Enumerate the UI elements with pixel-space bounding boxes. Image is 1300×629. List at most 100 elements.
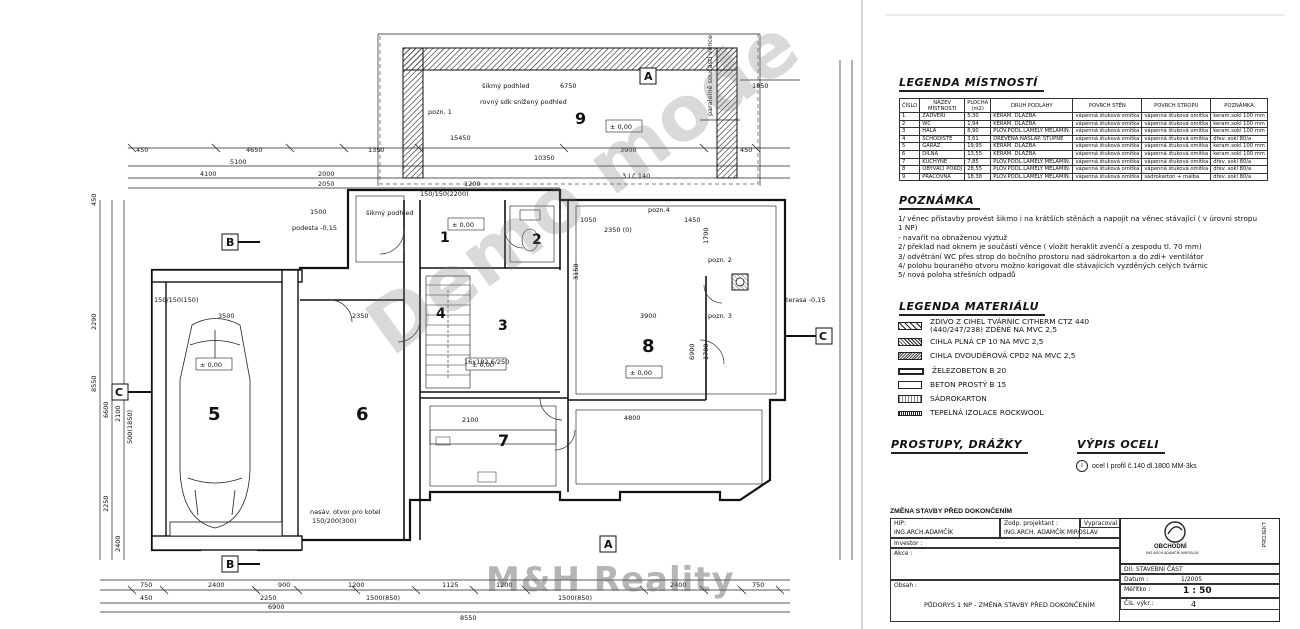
dim-bottom-7: 750	[752, 581, 764, 589]
steel-item-label: ocel I profil č.140 dl.1800 MM-3ks	[1092, 462, 1197, 470]
section-c-left: C	[115, 386, 123, 399]
swatch-insulation	[898, 410, 922, 416]
table-header-row: ČÍSLO NÁZEV MÍSTNOSTI PLOCHA (m2) DRUH P…	[898, 98, 1268, 113]
room-walls-cell: vápenná štuková omítka	[1072, 142, 1143, 151]
cis-cell: Čís. výkr.: 4	[1120, 598, 1280, 610]
note-flat-ceiling: rovný sdk snížený podhled	[480, 98, 567, 106]
room-name-cell: OBÝVACÍ POKOJ	[919, 165, 966, 174]
room-number-3: 3	[498, 318, 508, 334]
dim-bottom-10: 1500(850)	[366, 594, 400, 602]
note-5: 5/ nová poloha střešních odpadů	[898, 270, 1016, 280]
section-markers	[111, 67, 833, 573]
dim-bottom-2: 900	[278, 581, 290, 589]
room-note-cell: dřev. sokl 80/a	[1210, 172, 1268, 182]
dim-top-14: 450	[740, 146, 752, 154]
room-note-cell: keram.sokl 100 mm	[1210, 112, 1268, 121]
room-floor-cell: PLOV.PODL.LAMELY MELAMIN.	[990, 165, 1074, 174]
room-floor-cell: PLOV.PODL.LAMELY MELAMIN.	[990, 172, 1074, 182]
swatch-b20	[898, 367, 924, 375]
room-area-cell: 28,55	[964, 165, 992, 174]
room-ceiling-cell: vápenná štuková omítka	[1141, 119, 1212, 129]
obsah-cell: Obsah : PŮDORYS 1 NP - ZMĚNA STAVBY PŘED…	[890, 580, 1120, 622]
room-number-5: 5	[208, 404, 221, 425]
note-landing: podesta -0,15	[292, 224, 337, 232]
dims-left: 8550 6600 2100 500(1850) 2250 2290 450 2…	[90, 194, 134, 552]
dim-inner-2: 4800	[624, 414, 641, 422]
material-citherm: ZDIVO Z CIHEL TVÁRNIC CITHERM CTZ 440 (4…	[898, 318, 1098, 334]
swatch-cpd2	[898, 352, 922, 360]
chimney	[731, 273, 749, 291]
room-number-7: 7	[498, 431, 509, 450]
dimension-lines	[99, 33, 853, 613]
logo-cell	[1120, 518, 1280, 564]
company-name: OBCHODNÍ	[1154, 544, 1187, 550]
dim-bottom-12: 6900	[268, 603, 285, 611]
note-stair-spec: 16x182,6/250	[464, 358, 509, 366]
room-walls-cell: vápenná štuková omítka	[1072, 157, 1143, 167]
note-intake-size: 150/200(300)	[312, 517, 356, 525]
dim-top-10: 2050	[318, 180, 335, 188]
dim-top-9: 4100	[200, 170, 217, 178]
dim-top-1: 1850	[752, 82, 769, 90]
room-name-cell: DÍLNA	[919, 149, 966, 159]
room-name-cell: KUCHYNĚ	[919, 157, 966, 167]
dims-top: 6750 1850 15450 10350 3900 1350 450 4650…	[136, 82, 769, 216]
wall-inner-lines	[355, 195, 777, 487]
room-number-9: 9	[575, 109, 586, 128]
room-note-cell: dřev. sokl 80/a	[1210, 134, 1268, 144]
level-9: ± 0,00	[610, 123, 632, 131]
section-b-top: B	[226, 236, 234, 249]
room-floor-cell: PLOV.PODL.LAMELY MELAMIN.	[990, 127, 1074, 136]
material-insulation-label: TEPELNÁ IZOLACE ROCKWOOL	[930, 408, 1044, 417]
kitchen-counter	[429, 429, 557, 483]
projektant-label: Zodp. projektant :	[1004, 520, 1058, 527]
dim-top-6: 450	[136, 146, 148, 154]
wc-fixture	[519, 209, 541, 252]
note-1: 1/ věnec přístavby provést šikmo i na kr…	[898, 214, 1258, 233]
dim-bottom-6: 2400	[670, 581, 687, 589]
level-badges	[195, 119, 663, 379]
room-area-cell: 7,85	[964, 157, 992, 167]
level-8: ± 0,00	[630, 369, 652, 377]
company-sub: ING.ARCH.ADAMČÍK MIROSLAV	[1146, 551, 1199, 555]
note-4: 4/ polohu bouraného otvoru možno korigov…	[898, 261, 1208, 271]
obsah-value: PŮDORYS 1 NP - ZMĚNA STAVBY PŘED DOKONČE…	[924, 601, 1095, 609]
material-plasterboard-label: SÁDROKARTON	[930, 394, 987, 403]
section-c-right: C	[819, 330, 827, 343]
dim-inner-10: 3150	[572, 263, 580, 280]
note-opening-size-2: 150/150(2200)	[420, 190, 469, 198]
passages-title: PROSTUPY, DRÁŽKY	[891, 438, 1029, 454]
investor-label: Investor :	[894, 540, 923, 547]
dim-inner-9: 6900	[688, 343, 696, 360]
notes-list: 1/ věnec přístavby provést šikmo i na kr…	[898, 214, 1258, 280]
dim-left-1: 6600	[102, 401, 110, 418]
room-walls-cell: vápenná štuková omítka	[1072, 134, 1143, 144]
room-note-cell: keram.sokl 100 mm	[1210, 149, 1268, 159]
dim-inner-6: 1050	[580, 216, 597, 224]
akce-label: Akce :	[894, 550, 913, 557]
dim-inner-5: 1450	[684, 216, 701, 224]
dim-inner-0: 3500	[218, 312, 235, 320]
room-floor-cell: DŘEVĚNÁ NÁŠLAP. STUPNĚ	[990, 134, 1074, 144]
room-ceiling-cell: vápenná štuková omítka	[1141, 157, 1212, 167]
room-no-cell: 4	[898, 134, 921, 144]
section-letters: B B C C A A	[115, 70, 827, 571]
note-pozn-4: pozn.4	[648, 206, 670, 214]
note-opening-size: 150/150(150)	[154, 296, 198, 304]
room-note-cell: keram.sokl 100 mm	[1210, 127, 1268, 136]
room-walls-cell: vápenná štuková omítka	[1072, 119, 1143, 129]
room-area-cell: 5,30	[964, 112, 992, 121]
section-b-bottom: B	[226, 558, 234, 571]
note-pozn-2: pozn. 2	[708, 256, 732, 264]
notes-title: POZNÁMKA	[899, 194, 981, 210]
room-walls-cell: vápenná štuková omítka	[1072, 149, 1143, 159]
meritko-value: 1 : 50	[1183, 586, 1212, 596]
part-value: DIl: STAVEBNÍ ČÁST	[1124, 566, 1183, 573]
room-area-cell: 19,95	[964, 142, 992, 151]
dim-left-0: 8550	[90, 375, 98, 392]
note-1b: - navařit na obnaženou výztuž	[898, 232, 1008, 242]
note-steel-beams: 3 I č.140	[622, 172, 650, 180]
datum-label: Datum :	[1124, 576, 1149, 583]
